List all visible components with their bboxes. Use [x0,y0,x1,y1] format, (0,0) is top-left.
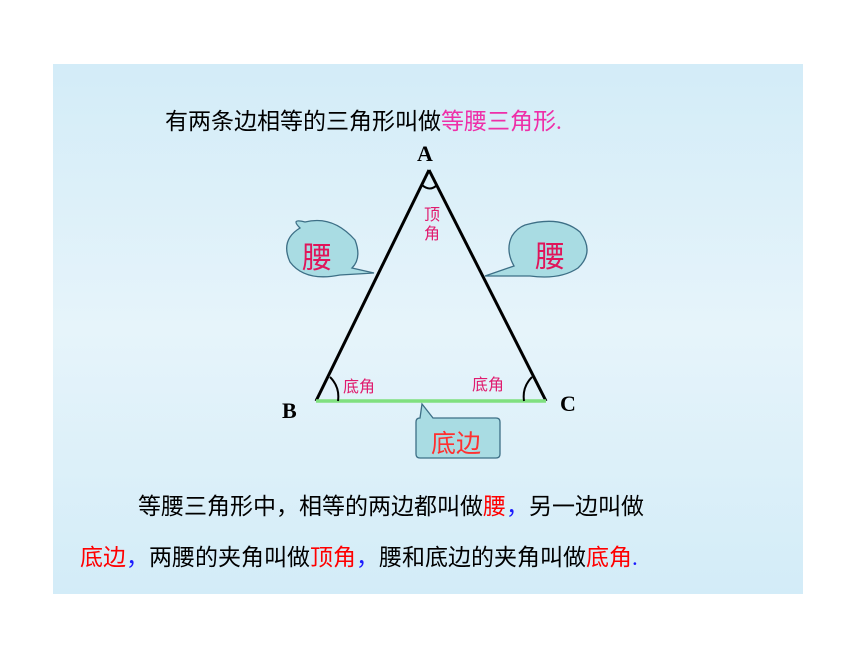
explanation-line-2: 底边，两腰的夹角叫做顶角，腰和底边的夹角叫做底角. [80,538,638,572]
base-left-angle-arc [329,376,340,402]
apex-angle-char: 顶 [423,205,440,224]
base-callout-shape [415,402,501,459]
explanation-text: 另一边叫做 [529,494,644,520]
comma: ， [126,545,149,571]
diagram-panel [53,64,803,594]
leg-ac [427,169,548,402]
definition-sentence: 有两条边相等的三角形叫做等腰三角形. [165,102,562,136]
explanation-text: 等腰三角形中，相等的两边都叫做 [138,494,483,520]
base-right-angle-arc [522,376,533,402]
explanation-text: 腰和底边的夹角叫做 [379,545,586,571]
definition-prefix: 有两条边相等的三角形叫做 [165,109,441,135]
vertex-a-label: A [417,141,433,166]
leg-right-callout-shape [484,220,588,278]
explanation-line-1: 等腰三角形中，相等的两边都叫做腰，另一边叫做 [138,487,644,521]
term-apex-angle: 顶角 [310,545,356,571]
term-base: 底边 [80,545,126,571]
explanation-text: 两腰的夹角叫做 [149,545,310,571]
vertex-b-label: B [282,398,297,423]
comma: ， [356,545,379,571]
apex-angle-label: 顶 角 [423,205,441,243]
base-angle-right-label: 底角 [472,375,505,394]
term-base-angle: 底角 [586,545,632,571]
base-callout-label: 底边 [431,429,482,458]
period: . [632,545,638,570]
leg-left-callout-label: 腰 [302,241,332,276]
leg-left-callout-shape [286,219,375,278]
term-leg: 腰 [483,494,506,520]
definition-term: 等腰三角形 [441,109,556,135]
definition-period: . [556,109,562,134]
base-angle-left-label: 底角 [343,377,376,396]
apex-angle-char: 角 [423,224,440,243]
vertex-c-label: C [560,391,576,416]
comma: ， [506,494,529,520]
leg-ab [314,169,431,402]
apex-angle-arc [421,184,438,190]
leg-right-callout-label: 腰 [535,240,565,275]
